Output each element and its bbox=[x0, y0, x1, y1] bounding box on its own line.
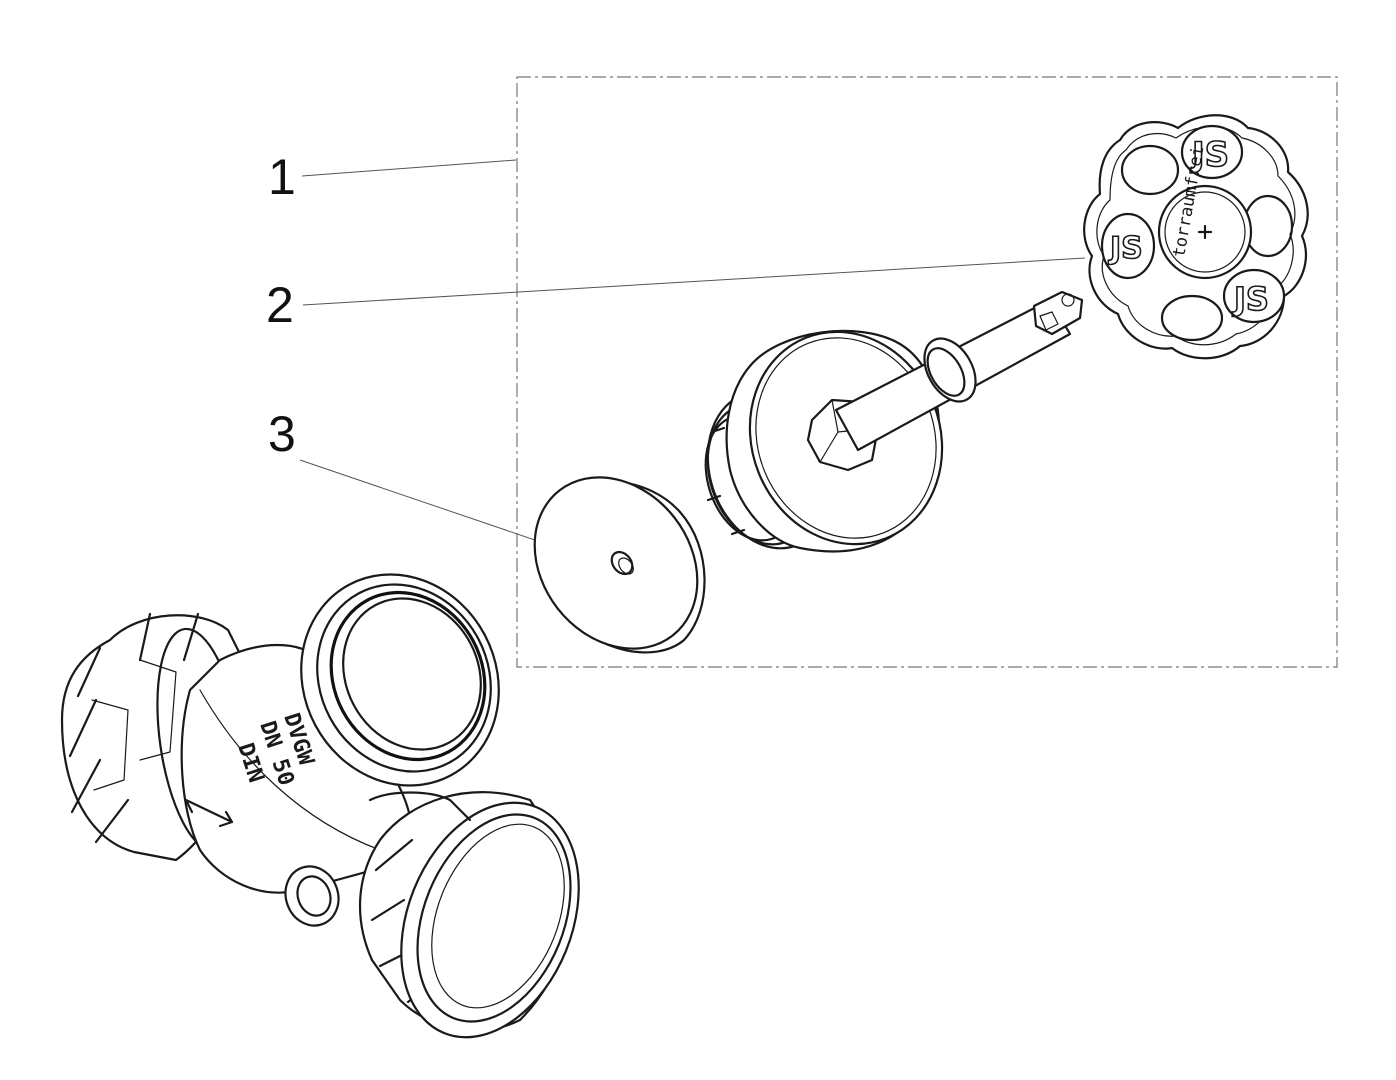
leader-line-3 bbox=[299, 459, 571, 553]
assembly-group-frame bbox=[516, 76, 1338, 668]
svg-text:JS: JS bbox=[1190, 135, 1229, 175]
leader-line-2 bbox=[302, 257, 1086, 306]
valve-spindle-icon bbox=[704, 290, 1084, 553]
svg-text:JS: JS bbox=[1232, 280, 1269, 318]
callout-number-2: 2 bbox=[266, 277, 294, 333]
leader-line-1 bbox=[301, 159, 517, 177]
valve-body-icon: DVGW DN 50 DIN bbox=[60, 573, 580, 1039]
svg-text:JS: JS bbox=[1108, 231, 1143, 266]
callout-number-3: 3 bbox=[268, 406, 296, 462]
valve-disc-icon bbox=[533, 476, 706, 654]
valve-handwheel-icon: JS JS JS torraumfrei bbox=[1083, 114, 1309, 360]
callout-number-1: 1 bbox=[268, 149, 296, 205]
